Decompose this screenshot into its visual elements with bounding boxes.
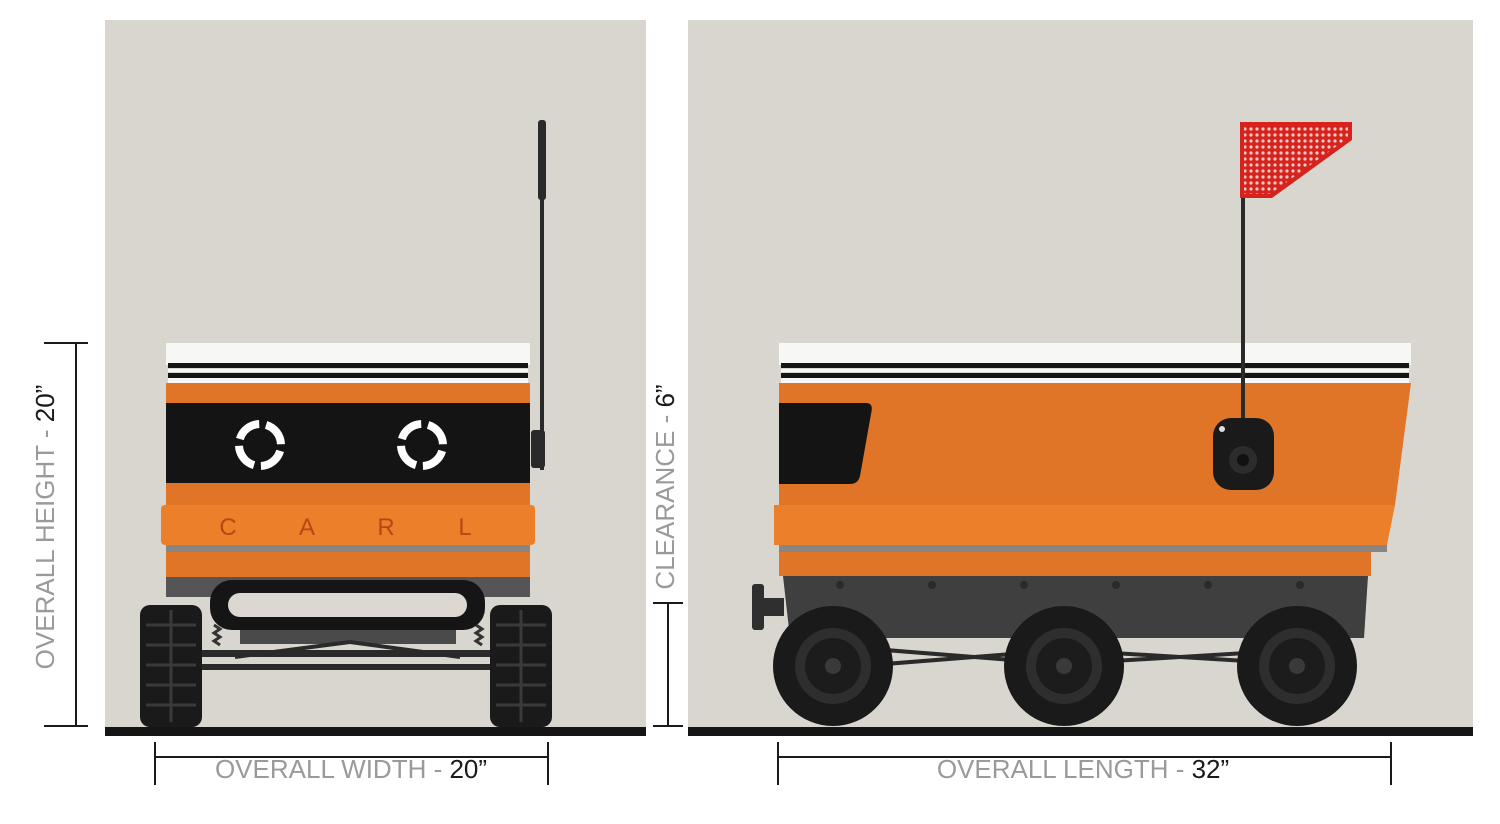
side-lid [779,343,1411,383]
brand-letter-l: L [458,514,471,541]
clearance-dimension-line [653,602,683,727]
front-bumper-band [161,505,535,545]
brand-letter-a: A [299,514,315,541]
clearance-label: CLEARANCE - 6” [650,384,680,589]
front-view-ground-line [105,727,646,736]
front-view-panel: C A R L [105,20,646,736]
side-window [779,403,872,484]
side-rear-wheel [1237,606,1357,726]
side-view-panel [688,20,1473,736]
front-face-panel [166,403,530,483]
dimension-lines [44,342,1392,785]
flag-pole [1241,195,1245,465]
side-front-wheel [773,606,893,726]
side-body [774,383,1411,576]
front-left-wheel [140,605,202,727]
side-bumper-band [774,505,1395,545]
width-dimension-line [154,742,549,785]
overall-height-label: OVERALL HEIGHT - 20” [30,385,60,670]
brand-letter-c: C [219,514,236,541]
safety-flag [1240,122,1352,465]
side-middle-wheel [1004,606,1124,726]
brand-letter-r: R [377,514,394,541]
length-dimension-line [777,742,1392,785]
front-lid [166,343,530,383]
height-dimension-line [44,342,88,727]
front-right-wheel [490,605,552,727]
front-chassis [195,580,500,670]
front-body: C A R L [161,383,535,597]
handle-mount [1213,418,1274,490]
tow-hitch [752,584,764,630]
overall-length-label: OVERALL LENGTH - 32” [937,754,1229,784]
pull-handle [531,120,546,470]
side-view-ground-line [688,727,1473,736]
overall-width-label: OVERALL WIDTH - 20” [215,754,487,784]
